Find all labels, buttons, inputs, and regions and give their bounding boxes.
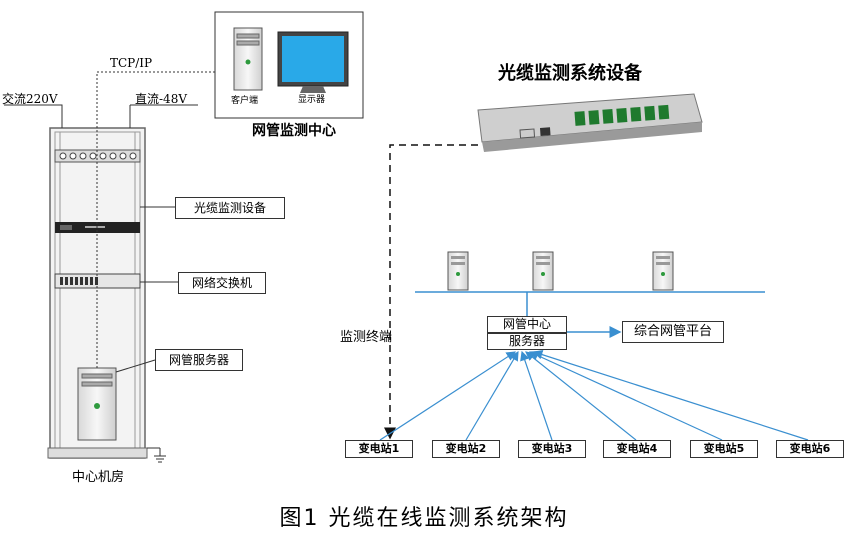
device-title: 光缆监测系统设备 bbox=[498, 63, 642, 84]
power-strip bbox=[54, 149, 141, 163]
link-station-1 bbox=[379, 351, 517, 441]
bus-server-2 bbox=[532, 251, 554, 291]
client-tower bbox=[233, 27, 263, 91]
client-label: 客户端 bbox=[231, 96, 259, 106]
rack-label-switch: 网络交换机 bbox=[178, 272, 266, 294]
monitoring-terminal-label: 监测终端 bbox=[340, 330, 393, 345]
link-station-6 bbox=[532, 349, 809, 441]
server-box: 服务器 bbox=[487, 333, 567, 350]
monitor-label: 显示器 bbox=[298, 95, 326, 105]
link-station-3 bbox=[520, 350, 553, 441]
link-station-5 bbox=[528, 351, 723, 441]
management-center-title: 网管监测中心 bbox=[252, 123, 336, 139]
link-station-4 bbox=[525, 351, 637, 441]
monitor-display bbox=[277, 31, 349, 93]
station-3: 变电站3 bbox=[518, 440, 586, 458]
room-label: 中心机房 bbox=[72, 470, 125, 485]
bus-server-1 bbox=[447, 251, 469, 291]
station-6: 变电站6 bbox=[776, 440, 844, 458]
station-4: 变电站4 bbox=[603, 440, 671, 458]
tcpip-link bbox=[96, 71, 240, 368]
ground-symbol bbox=[147, 447, 166, 463]
rack-network-switch bbox=[54, 273, 141, 289]
link-station-2 bbox=[465, 350, 519, 441]
station-1: 变电站1 bbox=[345, 440, 413, 458]
station-5: 变电站5 bbox=[690, 440, 758, 458]
rack-label-server: 网管服务器 bbox=[155, 349, 243, 371]
figure-caption: 图1 光缆在线监测系统架构 bbox=[279, 506, 569, 531]
monitor-terminal-link bbox=[384, 144, 478, 440]
tcpip-label: TCP/IP bbox=[110, 56, 153, 70]
dc-power-label: 直流-48V bbox=[135, 92, 187, 106]
rack-server-tower bbox=[77, 367, 117, 441]
platform-box: 综合网管平台 bbox=[622, 321, 724, 343]
monitoring-device-photo bbox=[477, 93, 703, 152]
nms-center-box: 网管中心 bbox=[487, 316, 567, 333]
bus-server-3 bbox=[652, 251, 674, 291]
rack-label-monitoring-device: 光缆监测设备 bbox=[175, 197, 285, 219]
ac-power-label: 交流220V bbox=[2, 92, 58, 106]
ac-power-line bbox=[4, 104, 63, 128]
station-2: 变电站2 bbox=[432, 440, 500, 458]
station-links bbox=[379, 349, 809, 441]
